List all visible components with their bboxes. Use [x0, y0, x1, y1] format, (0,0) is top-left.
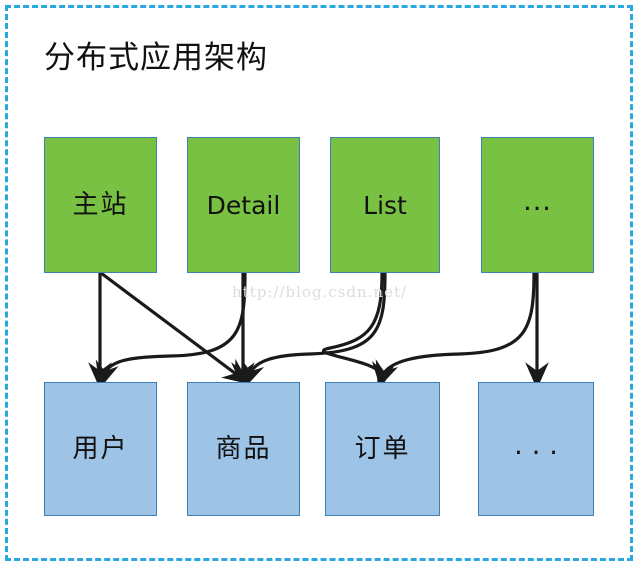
node-product[interactable]: 商品 [187, 382, 300, 516]
node-more-apps[interactable]: ... [481, 137, 594, 273]
node-list[interactable]: List [330, 137, 440, 273]
node-main-site[interactable]: 主站 [44, 137, 157, 273]
node-label: 商品 [215, 434, 272, 464]
node-label: 用户 [72, 434, 129, 464]
node-order[interactable]: 订单 [325, 382, 440, 516]
node-label: Detail [206, 190, 281, 220]
node-label: ... [514, 429, 567, 461]
node-label: 订单 [354, 434, 411, 464]
node-label: ... [523, 185, 552, 217]
node-detail[interactable]: Detail [187, 137, 300, 273]
node-user[interactable]: 用户 [44, 382, 157, 516]
node-label: 主站 [72, 190, 129, 220]
page-title: 分布式应用架构 [44, 40, 268, 76]
watermark: http://blog.csdn.net/ [232, 283, 408, 301]
node-label: List [363, 190, 407, 220]
node-more-services[interactable]: ... [478, 382, 594, 516]
